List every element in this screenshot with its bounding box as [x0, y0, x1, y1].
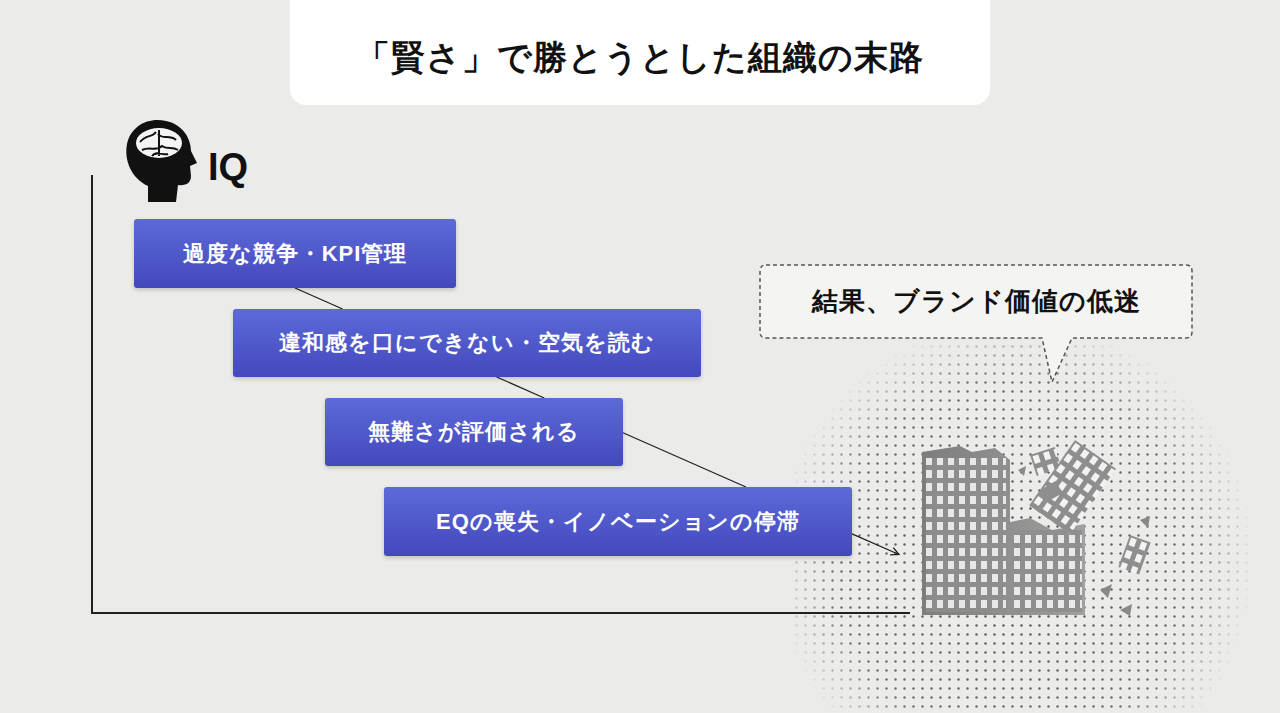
title: 「賢さ」で勝とうとした組織の末路 [356, 35, 924, 81]
speech-bubble: 結果、ブランド価値の低迷 [760, 265, 1192, 338]
step-box: 過度な競争・KPI管理 [134, 219, 456, 288]
connector-group [497, 377, 545, 398]
step-box: 違和感を口にできない・空気を読む [233, 309, 701, 377]
callout-border [760, 265, 1192, 382]
node-text: 無難さが評価される [368, 417, 580, 447]
node-text: 違和感を口にできない・空気を読む [279, 328, 655, 358]
brain-head-icon [126, 120, 197, 202]
step-box: 無難さが評価される [325, 398, 623, 466]
leader-arrow [852, 534, 899, 555]
x-axis [91, 612, 910, 614]
title-banner: 「賢さ」で勝とうとした組織の末路 [290, 0, 990, 105]
step-box: EQの喪失・イノベーションの停滞 [384, 487, 852, 556]
axis-label: IQ [208, 146, 248, 189]
node-text: 結果、ブランド価値の低迷 [812, 284, 1141, 319]
connector [623, 433, 746, 487]
collapsing-building [922, 440, 1151, 616]
y-axis [91, 175, 93, 614]
connector-group [623, 433, 746, 487]
node-text: EQの喪失・イノベーションの停滞 [436, 507, 800, 537]
connector [295, 288, 343, 309]
node-text: 過度な競争・KPI管理 [183, 239, 408, 269]
halftone [790, 320, 1270, 713]
connector [497, 377, 545, 398]
connector-group [295, 288, 343, 309]
